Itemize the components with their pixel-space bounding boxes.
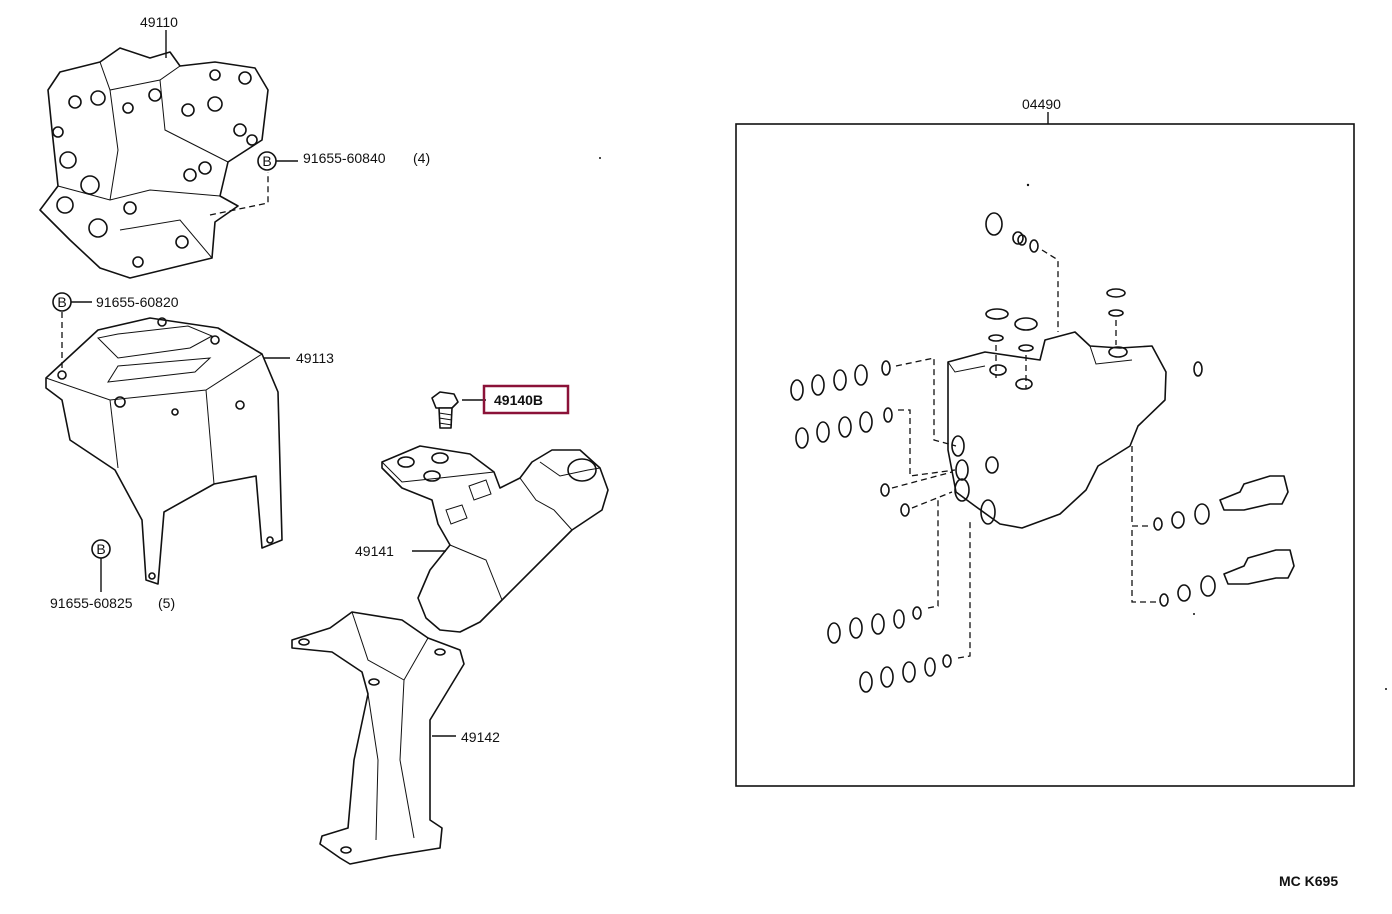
part-label-49110: 49110 <box>140 14 178 30</box>
part-label-49140b[interactable]: 49140B <box>494 392 543 408</box>
part-label-49141: 49141 <box>355 543 394 559</box>
bracket-49113-drawing <box>45 317 283 585</box>
bolt-marker-2: B <box>57 294 66 310</box>
seal-kit-drawing <box>790 212 1295 693</box>
bolt-marker-1: B <box>262 153 271 169</box>
bolt-number-91655-60820: 91655-60820 <box>96 294 179 310</box>
accumulator-49141-drawing <box>381 445 609 633</box>
actuator-assembly-drawing <box>39 47 269 279</box>
bolt-qty-3: (5) <box>158 595 175 611</box>
seal-kit-frame <box>735 123 1355 787</box>
bolt-number-91655-60840: 91655-60840 <box>303 150 386 166</box>
bolt-qty-1: (4) <box>413 150 430 166</box>
bolt-number-91655-60825: 91655-60825 <box>50 595 133 611</box>
diagram-code: MC K695 <box>1279 873 1338 889</box>
highlight-box-49140b <box>482 384 570 415</box>
part-label-49113: 49113 <box>296 350 334 366</box>
part-label-49142: 49142 <box>461 729 500 745</box>
support-bracket-49142-drawing <box>291 611 465 865</box>
bolt-49140b-drawing <box>431 391 459 429</box>
part-label-04490: 04490 <box>1022 96 1061 112</box>
bolt-marker-3: B <box>96 541 105 557</box>
